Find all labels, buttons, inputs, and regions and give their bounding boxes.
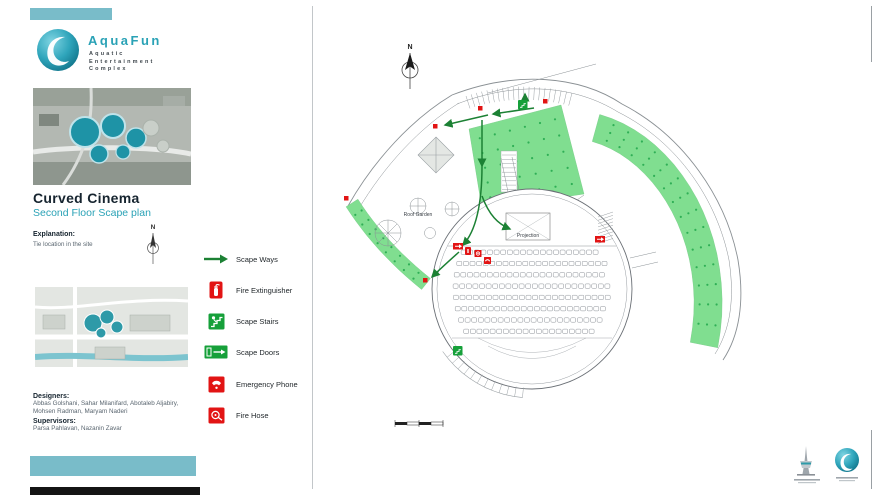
aerial-photo — [33, 88, 191, 185]
scale-bar — [394, 420, 444, 427]
footer-logos — [794, 446, 859, 484]
legend-label: Emergency Phone — [236, 379, 298, 389]
explanation-heading: Explanation: — [33, 231, 76, 238]
supervisors-heading: Supervisors: — [33, 418, 76, 426]
emergency-phone-icon — [203, 376, 229, 393]
auditorium-seats — [452, 249, 611, 334]
projection-label: Projection — [517, 233, 539, 239]
projection-room — [505, 212, 551, 241]
north-label: N — [407, 44, 412, 51]
legend-label: Scape Stairs — [236, 316, 279, 326]
supervisors-names: Parsa Pahlavan, Nazanin Zavar — [33, 425, 122, 433]
legend-item-fire-hose: Fire Hose — [203, 406, 269, 424]
corridor-lines — [629, 251, 659, 269]
alarm-point-markers — [344, 99, 548, 283]
sheet-title: Second Floor Scape plan — [33, 207, 151, 219]
scape-stairs-marker — [518, 100, 528, 110]
skylight-pyramid — [417, 136, 455, 174]
scape-stairs-icon — [203, 313, 229, 330]
legend-item-scape-doors: Scape Doors — [203, 343, 279, 361]
right-edge-line-top — [871, 6, 872, 62]
legend-label: Fire Hose — [236, 410, 269, 420]
brand-line-2: Entertainment — [89, 58, 155, 65]
tree-dots-left — [354, 209, 420, 280]
roof-garden-lawn-top — [468, 104, 585, 210]
scape-ways-icon — [203, 253, 229, 265]
project-title: Curved Cinema — [33, 190, 140, 206]
credits-block: Designers: Abbas Golshani, Sahar Milanif… — [33, 393, 188, 436]
site-plan-thumbnail — [35, 287, 188, 367]
stairs-drum-exterior — [442, 350, 524, 398]
fire-hose-icon — [203, 407, 229, 424]
brand-line-1: Aquatic — [89, 51, 125, 57]
tree-dots-right — [605, 124, 718, 327]
right-edge-line-bottom — [871, 430, 872, 489]
legend-item-scape-stairs: Scape Stairs — [203, 312, 279, 330]
scape-doors-icon — [203, 345, 229, 359]
teal-accent-bar-bottom — [30, 456, 196, 476]
fire-hose-marker — [474, 250, 482, 257]
logo-circle — [37, 29, 79, 71]
legend-label: Scape Ways — [236, 254, 278, 264]
fire-extinguisher-icon — [203, 281, 229, 299]
teal-accent-bar-top — [30, 8, 112, 20]
legend-item-scape-ways: Scape Ways — [203, 250, 278, 268]
black-footer-strip — [30, 487, 200, 495]
aquafun-logo-icon — [37, 29, 79, 71]
brand-subtitle: Aquatic Entertainment Complex — [89, 51, 155, 74]
designers-heading: Designers: — [33, 393, 70, 400]
legend-item-fire-extinguisher: Fire Extinguisher — [203, 281, 292, 299]
scape-door-marker — [453, 243, 463, 250]
aquafun-logo-small — [835, 448, 859, 482]
scape-door-marker — [595, 236, 605, 243]
mini-north-compass-icon: N — [147, 224, 159, 264]
legend-label: Fire Extinguisher — [236, 285, 293, 295]
brand-line-3: Complex — [89, 66, 128, 73]
roof-garden-lawn-right — [592, 114, 723, 348]
panel-divider-line — [312, 6, 313, 489]
legend-label: Scape Doors — [236, 347, 280, 357]
roof-garden-label: Roof Garden — [404, 212, 433, 218]
logo-swirl — [47, 36, 69, 66]
university-tower-logo — [794, 446, 820, 484]
emergency-phone-marker — [484, 257, 491, 264]
scape-stairs-marker — [453, 346, 463, 356]
brand-name: AquaFun — [88, 33, 162, 48]
explanation-text: Tie location in the site — [33, 241, 93, 248]
stairs-mid — [500, 150, 518, 193]
legend-item-emergency-phone: Emergency Phone — [203, 375, 298, 393]
mini-compass-label: N — [151, 224, 156, 231]
cinema-drum — [431, 156, 633, 390]
designers-names: Abbas Golshani, Sahar Milanifard, Abotal… — [33, 400, 179, 416]
fire-extinguisher-marker — [465, 247, 471, 255]
north-arrow: N — [401, 44, 419, 89]
floor-plan-drawing: Roof Garden Projection — [344, 44, 742, 427]
